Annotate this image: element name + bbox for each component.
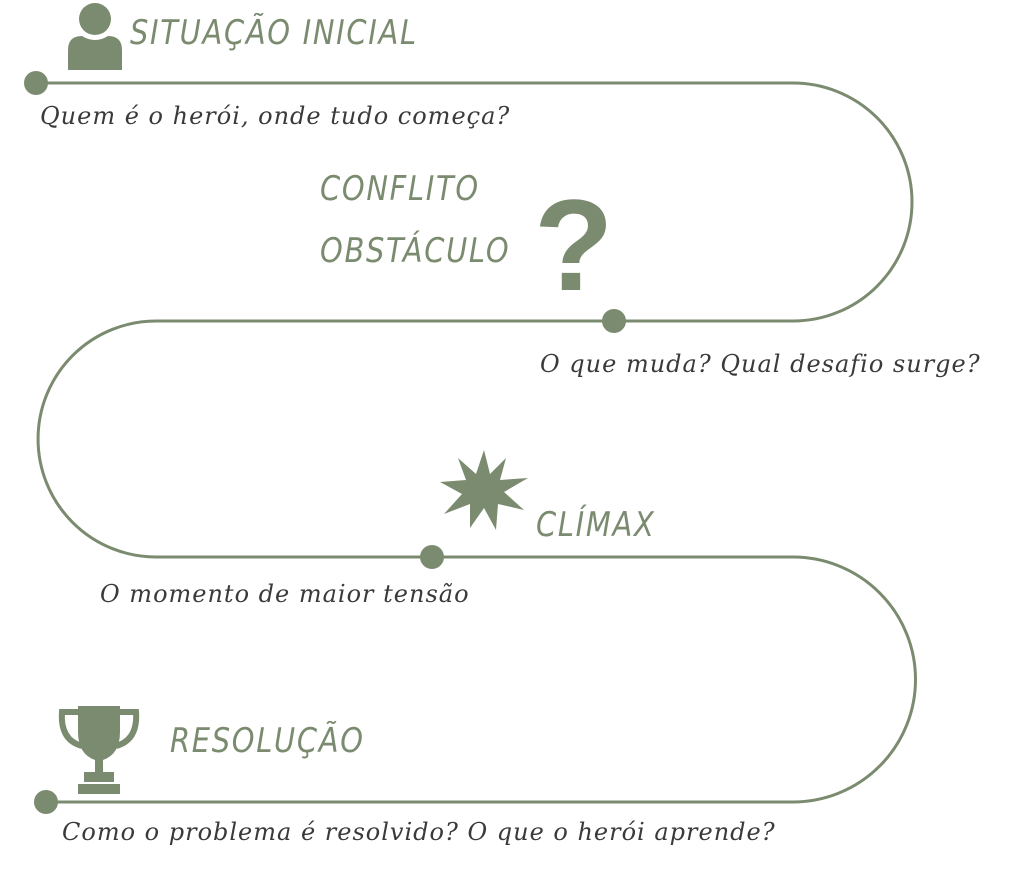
stage-description-climax: O momento de maior tensão bbox=[100, 580, 470, 608]
stage-dot-1 bbox=[24, 71, 48, 95]
stage-title-conflito: CONFLITO bbox=[320, 169, 480, 209]
stage-title-situacao-inicial: SITUAÇÃO INICIAL bbox=[130, 13, 418, 53]
stage-description-resolucao: Como o problema é resolvido? O que o her… bbox=[62, 818, 776, 846]
person-icon bbox=[68, 3, 122, 70]
question-mark-icon: ? bbox=[534, 172, 614, 318]
story-path-line bbox=[36, 81, 917, 804]
stage-title-climax: CLÍMAX bbox=[536, 505, 656, 545]
stage-dot-3 bbox=[420, 545, 444, 569]
stage-description-situacao-inicial: Quem é o herói, onde tudo começa? bbox=[40, 102, 511, 130]
stage-dot-4 bbox=[34, 790, 58, 814]
stage-title-resolucao: RESOLUÇÃO bbox=[170, 721, 365, 761]
stage-title-obstaculo: OBSTÁCULO bbox=[320, 231, 511, 271]
stage-description-conflito: O que muda? Qual desafio surge? bbox=[540, 350, 981, 378]
trophy-icon bbox=[58, 706, 140, 794]
burst-icon bbox=[440, 450, 528, 530]
stage-dot-2 bbox=[602, 309, 626, 333]
